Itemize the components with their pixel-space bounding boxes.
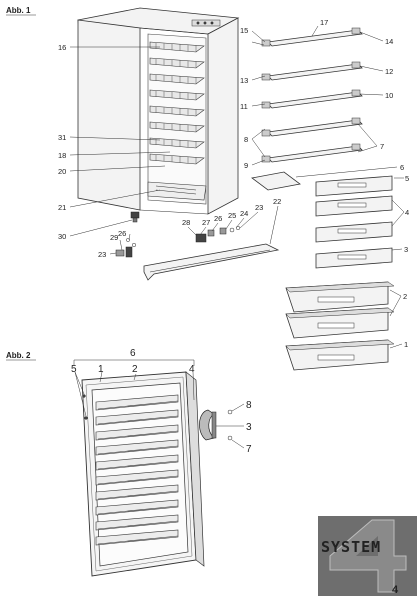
bin-leaders bbox=[389, 177, 405, 349]
callout-1: 1 bbox=[404, 340, 408, 349]
callout-14: 14 bbox=[385, 37, 393, 46]
callout-4: 4 bbox=[405, 208, 409, 217]
rail-leaders bbox=[251, 25, 384, 166]
callout-31: 31 bbox=[58, 133, 66, 142]
system4-logo: 4 SYSTEM bbox=[318, 516, 417, 596]
callout-15: 15 bbox=[240, 26, 248, 35]
callout-7: 7 bbox=[380, 142, 384, 151]
callout-23b: 23 bbox=[98, 250, 106, 259]
callout-12: 12 bbox=[385, 67, 393, 76]
section-label-abb2: Abb. 2 bbox=[6, 351, 31, 360]
callout-26b: 26 bbox=[118, 229, 126, 238]
callout-23: 23 bbox=[255, 203, 263, 212]
door-bins bbox=[285, 175, 395, 371]
callout-door-1: 1 bbox=[98, 364, 104, 375]
callout-door-6: 6 bbox=[130, 348, 136, 359]
callout-28: 28 bbox=[182, 218, 190, 227]
cabinet-body bbox=[77, 7, 240, 215]
callout-29: 29 bbox=[110, 233, 118, 242]
callout-21: 21 bbox=[58, 203, 66, 212]
logo-digit: 4 bbox=[392, 584, 399, 596]
hinge-assembly bbox=[115, 225, 280, 281]
callout-26: 26 bbox=[214, 214, 222, 223]
callout-25: 25 bbox=[228, 211, 236, 220]
callout-20: 20 bbox=[58, 167, 66, 176]
callout-13: 13 bbox=[240, 76, 248, 85]
callout-door-7: 7 bbox=[246, 444, 252, 455]
callout-9: 9 bbox=[244, 161, 248, 170]
callout-6: 6 bbox=[400, 163, 404, 172]
callout-17: 17 bbox=[320, 18, 328, 27]
cabinet-foot bbox=[130, 211, 140, 223]
hinge-leaders bbox=[109, 205, 279, 255]
callout-11: 11 bbox=[240, 102, 248, 111]
callout-door-8: 8 bbox=[246, 400, 252, 411]
bracket-6 bbox=[73, 359, 195, 366]
part-6-cover bbox=[251, 166, 398, 191]
callout-8: 8 bbox=[244, 135, 248, 144]
callout-30: 30 bbox=[58, 232, 66, 241]
callout-5: 5 bbox=[405, 174, 409, 183]
callout-22: 22 bbox=[273, 197, 281, 206]
cabinet-wire-shelves bbox=[147, 41, 207, 201]
callout-10: 10 bbox=[385, 91, 393, 100]
callout-door-4: 4 bbox=[189, 364, 195, 375]
section-label-abb1: Abb. 1 bbox=[6, 6, 31, 15]
logo-text: SYSTEM bbox=[321, 538, 381, 556]
callout-door-3: 3 bbox=[246, 422, 252, 433]
callout-3: 3 bbox=[404, 245, 408, 254]
door-ribs bbox=[95, 394, 179, 546]
callout-door-5: 5 bbox=[71, 364, 77, 375]
callout-leaders-left bbox=[69, 46, 171, 237]
door-handle bbox=[199, 409, 233, 441]
callout-18: 18 bbox=[58, 151, 66, 160]
callout-27: 27 bbox=[202, 218, 210, 227]
callout-24: 24 bbox=[240, 209, 248, 218]
door-screws bbox=[82, 394, 88, 420]
abb2-leaders bbox=[74, 371, 245, 449]
door-rails bbox=[261, 27, 363, 163]
callout-16: 16 bbox=[58, 43, 66, 52]
callout-door-2: 2 bbox=[132, 364, 138, 375]
callout-2: 2 bbox=[403, 292, 407, 301]
